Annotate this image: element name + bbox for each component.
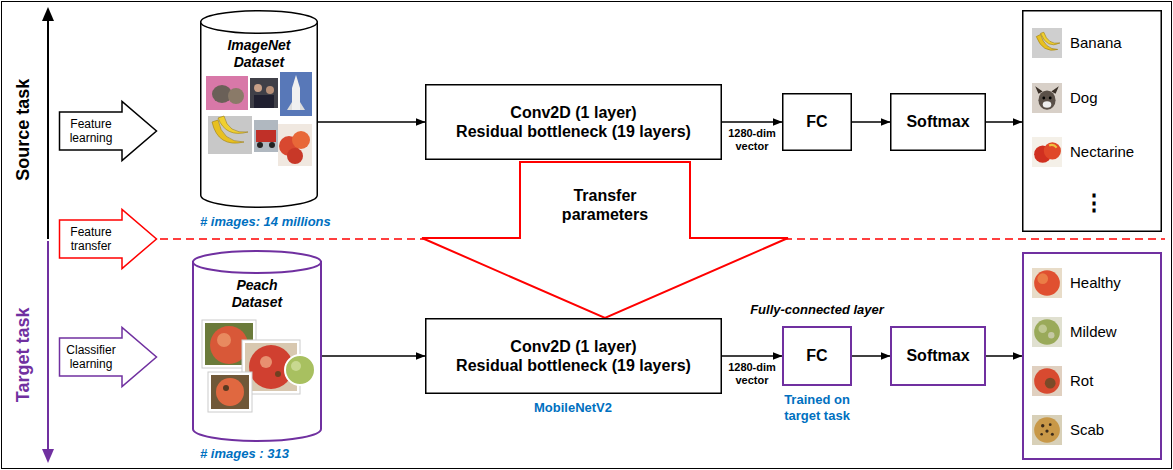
node-outline [420, 160, 790, 320]
node-text: Feature learning [61, 117, 121, 146]
thumbnail-image [1032, 415, 1062, 445]
node-text: Conv2D (1 layer) [510, 337, 636, 356]
annotation-label: Fully-connected layer [732, 302, 902, 318]
flow-arrow [986, 355, 1022, 357]
node-text: Scab [1070, 421, 1104, 439]
node-content: Softmax [896, 332, 980, 380]
node-content: FC [788, 332, 846, 380]
step-arrow: Classifier learning [58, 326, 158, 388]
node-text: Conv2D (1 layer) [510, 103, 636, 122]
thumbnail-image [1032, 317, 1062, 347]
node-text: Classifier learning [61, 343, 121, 372]
annotation-label: # images: 14 millions [200, 214, 390, 230]
annotation-label: Trained on target task [775, 392, 859, 423]
step-arrow: Feature learning [58, 100, 158, 162]
node-text: Dog [1070, 89, 1098, 107]
node-content: Conv2D (1 layer)Residual bottleneck (19 … [431, 90, 716, 154]
source-axis [47, 20, 49, 239]
edge-label: 1280-dim vector [725, 361, 779, 387]
flow-arrow [722, 121, 782, 123]
flow-arrow [852, 355, 890, 357]
output-row: ⋮ [1028, 192, 1156, 214]
thumbnail-image [1032, 366, 1062, 396]
source-axis-head [42, 7, 54, 21]
node-content: Peach Dataset [222, 276, 292, 312]
output-box: BananaDogNectarine ⋮ [1022, 10, 1162, 232]
flow-arrow [852, 121, 890, 123]
node-content: HealthyMildewRotScab [1028, 258, 1156, 454]
node-text: Banana [1070, 34, 1122, 52]
layer-box: Conv2D (1 layer)Residual bottleneck (19 … [425, 318, 722, 394]
annotation-label: # images : 313 [200, 446, 390, 462]
node-text: Residual bottleneck (19 layers) [456, 356, 691, 375]
softmax-box: Softmax [890, 326, 986, 386]
node-content: Softmax [896, 99, 980, 145]
fc-box: FC [782, 326, 852, 386]
flow-arrow [318, 121, 425, 123]
output-box: HealthyMildewRotScab [1022, 252, 1162, 460]
annotation-label: MobileNetV2 [493, 400, 653, 416]
dataset-cylinder: Peach Dataset [192, 250, 322, 442]
node-text: Softmax [906, 112, 969, 131]
node-content: Classifier learning [61, 338, 121, 376]
output-row: Scab [1028, 415, 1156, 445]
node-text: Healthy [1070, 274, 1121, 292]
layer-box: Conv2D (1 layer)Residual bottleneck (19 … [425, 84, 722, 160]
node-content: FC [788, 99, 846, 145]
output-row: Dog [1028, 83, 1156, 113]
thumbnail-image [1032, 268, 1062, 298]
flow-arrow [986, 121, 1022, 123]
node-text: ImageNet Dataset [211, 37, 307, 71]
node-text: Peach Dataset [222, 277, 292, 311]
node-text: Feature transfer [61, 225, 121, 254]
node-text: FC [806, 112, 827, 131]
target-axis [47, 241, 49, 450]
node-outline [425, 318, 722, 394]
thumbnail-image [1032, 137, 1062, 167]
transfer-arrow: Transfer parameters [420, 160, 790, 320]
node-text: Rot [1070, 372, 1093, 390]
output-row: Nectarine [1028, 137, 1156, 167]
node-content: Feature learning [61, 112, 121, 150]
thumbnail-image [1032, 28, 1062, 58]
node-content: Feature transfer [61, 220, 121, 258]
output-row: Mildew [1028, 317, 1156, 347]
node-text: FC [806, 346, 827, 365]
node-text: Softmax [906, 346, 969, 365]
fc-box: FC [782, 93, 852, 151]
softmax-box: Softmax [890, 93, 986, 151]
output-row: Banana [1028, 28, 1156, 58]
node-text: Residual bottleneck (19 layers) [456, 122, 691, 141]
output-row: Healthy [1028, 268, 1156, 298]
step-arrow: Feature transfer [58, 208, 158, 270]
node-text: Nectarine [1070, 143, 1134, 161]
edge-label: 1280-dim vector [725, 127, 779, 153]
thumbnail-image [1032, 83, 1062, 113]
flow-arrow [722, 355, 782, 357]
task-label: Source task [13, 60, 35, 200]
node-outline [425, 84, 722, 160]
node-text: Mildew [1070, 323, 1117, 341]
node-text: ⋮ [1083, 192, 1105, 214]
node-content: ImageNet Dataset [211, 36, 307, 72]
node-content: Conv2D (1 layer)Residual bottleneck (19 … [431, 324, 716, 388]
target-axis-head [42, 449, 54, 463]
output-row: Rot [1028, 366, 1156, 396]
node-content: BananaDogNectarine ⋮ [1028, 16, 1156, 226]
node-text: Transfer parameters [550, 186, 660, 224]
node-content: Transfer parameters [550, 176, 660, 234]
task-label: Target task [13, 285, 35, 425]
flow-arrow [322, 355, 425, 357]
dataset-cylinder: ImageNet Dataset [200, 10, 318, 208]
